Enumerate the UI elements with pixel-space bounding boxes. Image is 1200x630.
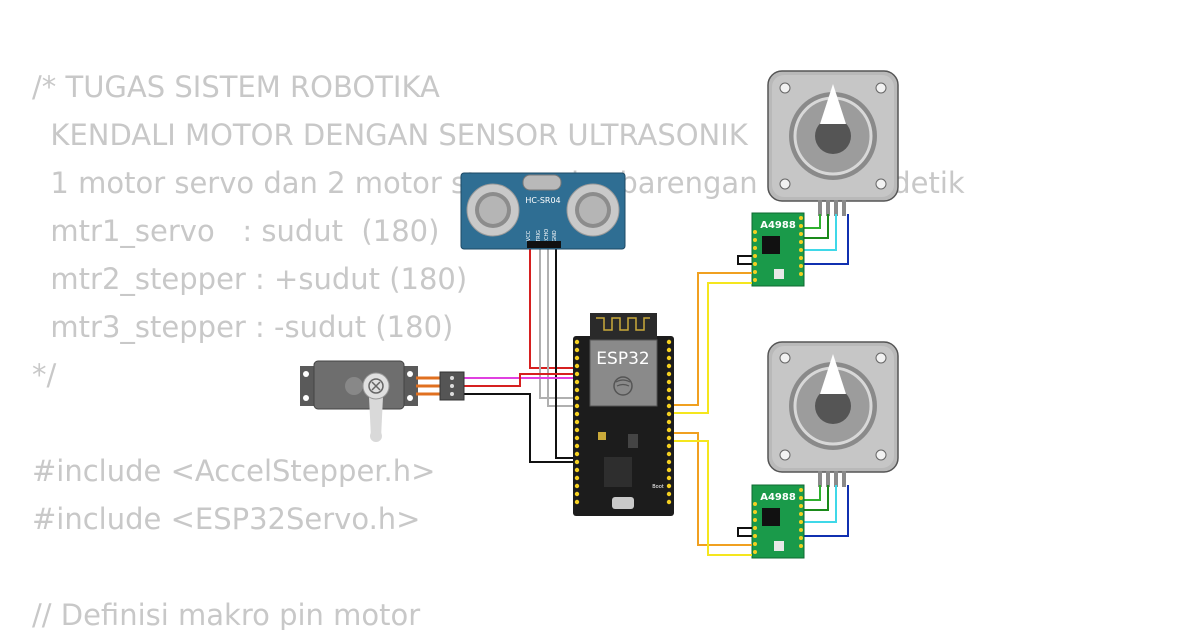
esp32-devkit[interactable]: ESP32 Boot <box>573 313 674 516</box>
esp32-pins-right <box>666 339 672 505</box>
driver-top-pins-left <box>753 230 757 282</box>
sensor-label: HC-SR04 <box>525 196 560 205</box>
driver-bottom-pins-left <box>753 502 757 554</box>
wires-stepper-top <box>803 214 849 265</box>
driver-bottom-label: A4988 <box>760 492 796 503</box>
code-line: mtr1_servo : sudut (180) <box>32 214 440 248</box>
wires-stepper-bottom <box>803 485 849 537</box>
code-line: // Definisi makro pin motor <box>32 598 421 630</box>
sensor-pin-gnd: GND <box>552 230 558 242</box>
driver-top-pins-right <box>799 216 803 276</box>
wires-esp32-to-drivers <box>670 272 752 556</box>
driver-top-label: A4988 <box>760 220 796 231</box>
stepper-motor-bottom[interactable] <box>767 341 899 487</box>
stepper-motor-top[interactable] <box>767 70 899 216</box>
code-line: #include <ESP32Servo.h> <box>32 502 421 536</box>
esp32-pins-left <box>574 339 580 505</box>
hc-sr04-sensor[interactable]: HC-SR04 VCC TRIG ECHO GND <box>460 172 626 250</box>
wires-sensor-servo <box>463 248 575 463</box>
a4988-driver-bottom[interactable]: A4988 <box>737 484 805 559</box>
code-line: */ <box>32 358 57 392</box>
code-line: mtr3_stepper : -sudut (180) <box>32 310 454 344</box>
servo-motor[interactable] <box>300 360 465 442</box>
sensor-pin-vcc: VCC <box>526 230 532 241</box>
code-line: mtr2_stepper : +sudut (180) <box>32 262 468 296</box>
sensor-pin-echo: ECHO <box>544 229 550 243</box>
code-line: /* TUGAS SISTEM ROBOTIKA <box>32 70 440 104</box>
driver-bottom-pins-right <box>799 488 803 548</box>
code-line: #include <AccelStepper.h> <box>32 454 436 488</box>
boot-label: Boot <box>652 484 664 490</box>
sensor-pin-labels: VCC TRIG ECHO GND <box>526 229 558 243</box>
esp32-label: ESP32 <box>596 349 649 369</box>
sensor-pin-trig: TRIG <box>536 230 542 243</box>
a4988-driver-top[interactable]: A4988 <box>737 212 805 287</box>
code-line: KENDALI MOTOR DENGAN SENSOR ULTRASONIK <box>32 118 748 152</box>
